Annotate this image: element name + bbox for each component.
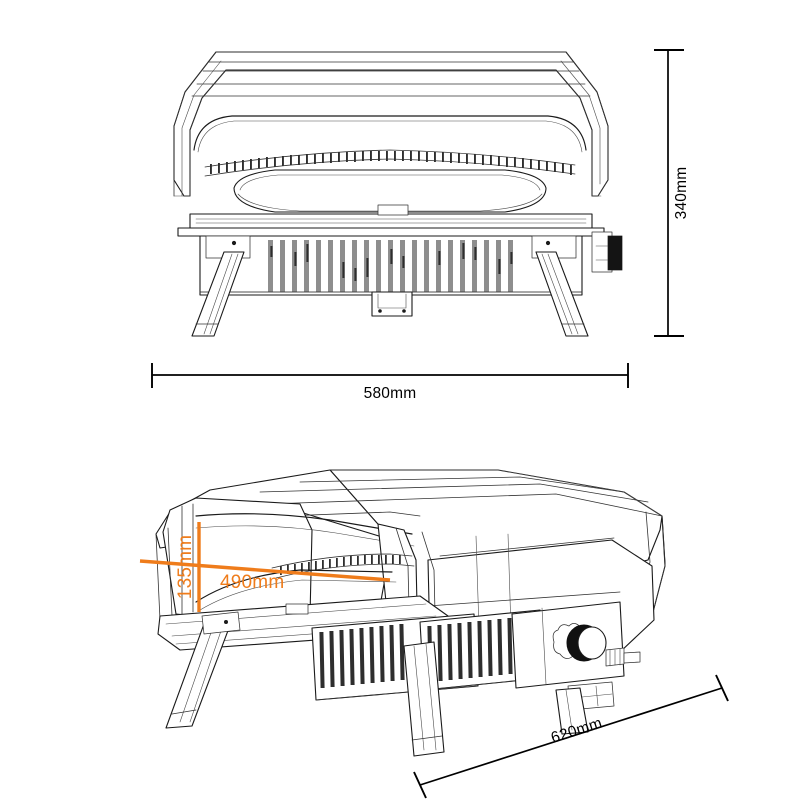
hood-inner-arch-2 (197, 120, 583, 153)
dimension-opening-height-135: 135mm (175, 522, 201, 612)
bracket-plate (371, 291, 413, 317)
pizza-stone-body (233, 169, 547, 213)
hood-right-facet-outer (565, 51, 609, 197)
stone-persp-edge-2 (199, 579, 397, 611)
deck-slab (189, 213, 593, 229)
dim-580-label: 580mm (364, 385, 417, 402)
vent-slats-persp-right (427, 617, 513, 683)
hood-left-facet-outer (173, 51, 217, 197)
leg-bracket-right-screw (545, 240, 551, 246)
dim-620-line (419, 687, 723, 786)
dim-490-label: 490mm (220, 572, 284, 593)
leg-right-crease-2 (547, 253, 579, 335)
gas-inlet-fitting (605, 647, 641, 667)
dimension-height-340: 340mm (654, 49, 690, 337)
bracket-screw-right (402, 309, 406, 313)
vent-slats (268, 240, 513, 292)
front-elevation-view (173, 51, 623, 337)
leg-left-crease-2 (209, 253, 239, 335)
burner-port-array (210, 151, 572, 175)
hood-inner-arch (193, 115, 587, 151)
pizza-stone-top-line (239, 174, 541, 191)
deck-persp-tab (285, 603, 309, 615)
knob-face[interactable] (577, 626, 607, 660)
oven-hood (173, 51, 609, 197)
stone-persp-edge (195, 569, 393, 603)
deck-lower-lip (177, 227, 605, 237)
leg-pfl-crease-1 (179, 623, 215, 723)
hood-left-facet-mid (181, 60, 222, 197)
hood-ridge-4 (211, 493, 663, 517)
control-panel-seam (541, 607, 547, 685)
bracket-screw-left (378, 309, 382, 313)
vent-persp-bottom-left (315, 685, 479, 701)
leg-pfl-foot (171, 709, 197, 715)
hood-ridge-3 (259, 483, 649, 503)
hood-panel-seam-2 (427, 591, 621, 607)
leg-pfl-screw (224, 620, 228, 624)
vent-slats-persp-left (319, 623, 405, 689)
opening-outer-left-2 (167, 527, 173, 617)
hood-right-facet-inner (555, 69, 593, 197)
gas-inlet-nipple (623, 651, 641, 664)
burner-persp-top (271, 553, 413, 569)
folding-legs-perspective (165, 611, 589, 757)
folding-legs (191, 251, 589, 337)
regulator-mount (591, 231, 613, 273)
control-knob[interactable] (552, 623, 607, 662)
dim-135-label: 135mm (175, 535, 196, 599)
mounting-bracket (199, 291, 583, 317)
burner-element (204, 149, 576, 177)
opening-arch-top (195, 513, 413, 535)
deck-center-tab (377, 204, 409, 216)
dim-620-tick-end (715, 674, 729, 702)
leg-pfl-crease-2 (189, 621, 225, 723)
dim-620-tick-start (413, 771, 427, 799)
burner-persp-bottom (275, 563, 415, 579)
leg-pc-foot (411, 735, 443, 741)
leg-pfl-bracket (201, 611, 241, 635)
vent-housing (199, 235, 583, 296)
hood-right-facet-mid (560, 60, 601, 185)
hood-left-facet-inner (189, 69, 227, 197)
burner-bottom-rail (204, 158, 576, 177)
control-panel (511, 601, 641, 711)
hood-panel-seam-1 (439, 537, 615, 557)
dim-490-line (139, 559, 391, 582)
opening-arch-top-2 (195, 525, 415, 547)
leg-right-crease (541, 253, 573, 335)
oven-base-deck (177, 204, 605, 237)
leg-persp-rear-right (555, 687, 589, 735)
hood-top-right-edge (497, 469, 663, 517)
gas-regulator-block (591, 231, 623, 273)
dim-340-label: 340mm (673, 167, 690, 220)
leg-left-crease (203, 253, 233, 335)
leg-bracket-left-screw (231, 240, 237, 246)
regulator-body (607, 235, 623, 271)
burner-top-rail (204, 149, 576, 168)
hood-ridge-2 (299, 476, 625, 493)
leg-pc-crease-1 (413, 645, 425, 751)
leg-prr-crease (565, 689, 573, 731)
bracket-u-shape (377, 293, 407, 309)
valve-bracket-line-2 (595, 685, 599, 707)
leg-pc-crease-2 (425, 643, 437, 751)
opening-outer-left (155, 533, 161, 621)
dimension-opening-depth-490: 490mm (139, 559, 391, 593)
dimension-width-580: 580mm (151, 363, 629, 402)
